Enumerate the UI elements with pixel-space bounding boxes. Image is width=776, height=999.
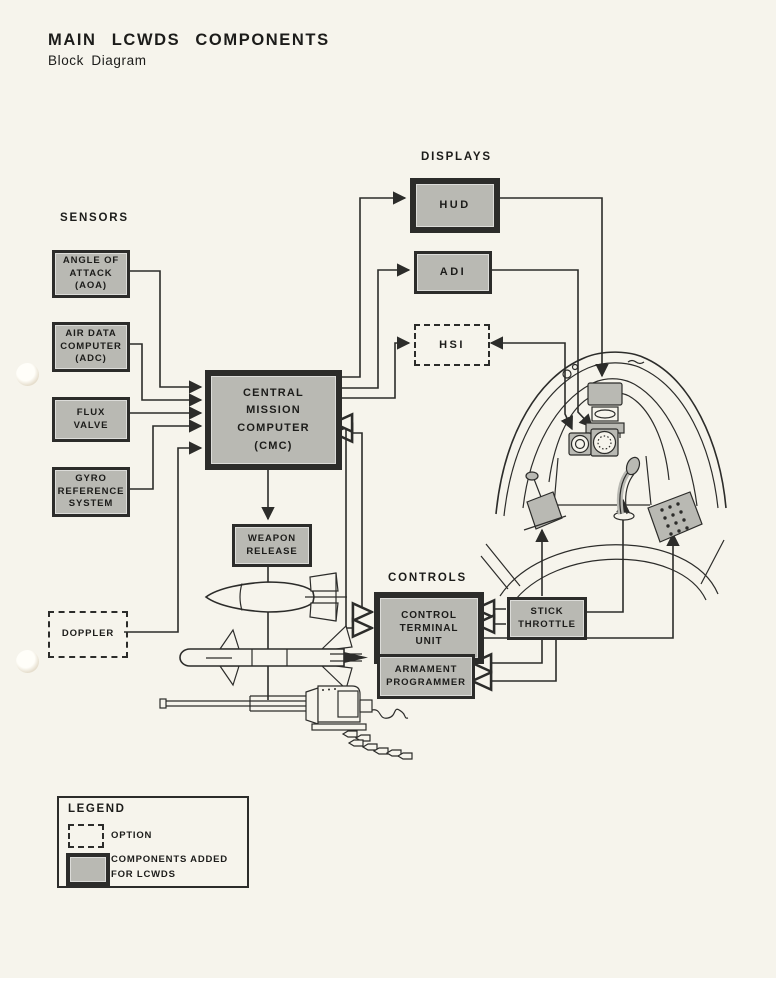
legend-option-label: OPTION [111, 830, 153, 841]
controls-section-label: CONTROLS [388, 572, 467, 584]
block-label-line: MISSION [246, 404, 301, 417]
block-label-line: AIR DATA [65, 328, 117, 340]
legend-label-line: FOR LCWDS [111, 868, 176, 880]
block-label-line: HUD [439, 199, 471, 212]
block-stick-throttle: STICK THROTTLE [507, 597, 587, 640]
cockpit-armament-panel [647, 491, 703, 543]
block-label-line: FLUX [76, 407, 106, 419]
block-label-line: ADI [439, 266, 467, 279]
block-label-line: THROTTLE [518, 618, 576, 630]
cockpit-hsi-instrument [590, 428, 619, 457]
block-gyro-reference-system: GYRO REFERENCE SYSTEM [52, 467, 130, 517]
legend-option-swatch [68, 824, 104, 848]
punch-hole-bottom [16, 650, 39, 673]
gun-cannon-illustration [159, 685, 413, 760]
block-adi: ADI [414, 251, 492, 294]
block-doppler: DOPPLER [48, 611, 128, 658]
block-label-line: WEAPON [247, 533, 297, 545]
page-subtitle: Block Diagram [48, 53, 147, 68]
block-label-line: DOPPLER [61, 628, 115, 640]
punch-hole-top [16, 363, 39, 386]
block-label-line: ATTACK [69, 267, 113, 279]
block-hud: HUD [410, 178, 500, 233]
missile-illustration [179, 624, 368, 691]
block-label-line: STICK [530, 606, 564, 618]
block-hsi: HSI [414, 324, 490, 366]
bomb-illustration [204, 572, 347, 622]
block-label-line: REFERENCE [57, 485, 125, 497]
block-label-line: (ADC) [75, 353, 107, 365]
legend-label-line: COMPONENTS ADDED [111, 854, 228, 865]
block-label-line: CONTROL [401, 609, 457, 621]
displays-section-label: DISPLAYS [421, 151, 492, 163]
legend-lcwds-label: COMPONENTS ADDED FOR LCWDS [111, 853, 228, 882]
block-label-line: ARMAMENT [394, 664, 458, 676]
block-air-data-computer: AIR DATA COMPUTER (ADC) [52, 322, 130, 372]
block-label-line: (CMC) [254, 439, 293, 452]
cockpit-control-stick [613, 456, 641, 521]
legend-box: LEGEND OPTION COMPONENTS ADDED FOR LCWDS [57, 796, 249, 888]
ammo-belt [341, 730, 413, 760]
block-label-line: COMPUTER [60, 340, 122, 352]
block-central-mission-computer: CENTRAL MISSION COMPUTER (CMC) [205, 370, 342, 470]
block-label-line: (AOA) [75, 280, 107, 292]
block-label-line: TERMINAL [399, 622, 459, 634]
cockpit-illustration [480, 351, 727, 605]
block-label-line: RELEASE [246, 545, 298, 557]
block-label-line: CENTRAL [243, 386, 304, 399]
page-title: MAIN LCWDS COMPONENTS [48, 31, 330, 49]
block-angle-of-attack: ANGLE OF ATTACK (AOA) [52, 250, 130, 298]
block-flux-valve: FLUX VALVE [52, 397, 130, 442]
block-weapon-release: WEAPON RELEASE [232, 524, 312, 567]
cockpit-wires [487, 197, 609, 431]
block-label-line: ANGLE OF [62, 255, 120, 267]
block-label-line: SYSTEM [68, 498, 114, 510]
cockpit-adi-instrument [568, 432, 592, 456]
block-label-line: UNIT [415, 635, 443, 647]
sensors-section-label: SENSORS [60, 212, 129, 224]
sensor-wires [124, 270, 203, 633]
block-label-line: PROGRAMMER [386, 676, 466, 688]
block-label-line: HSI [439, 338, 465, 351]
legend-lcwds-swatch [66, 853, 110, 886]
cockpit-throttle [523, 471, 567, 531]
block-label-line: COMPUTER [237, 422, 310, 434]
page-bottom-margin [0, 978, 776, 999]
block-label-line: GYRO [75, 473, 107, 485]
legend-title: LEGEND [68, 803, 126, 815]
block-label-line: VALVE [73, 419, 109, 431]
block-armament-programmer: ARMAMENT PROGRAMMER [377, 654, 475, 699]
display-wires [330, 191, 411, 399]
